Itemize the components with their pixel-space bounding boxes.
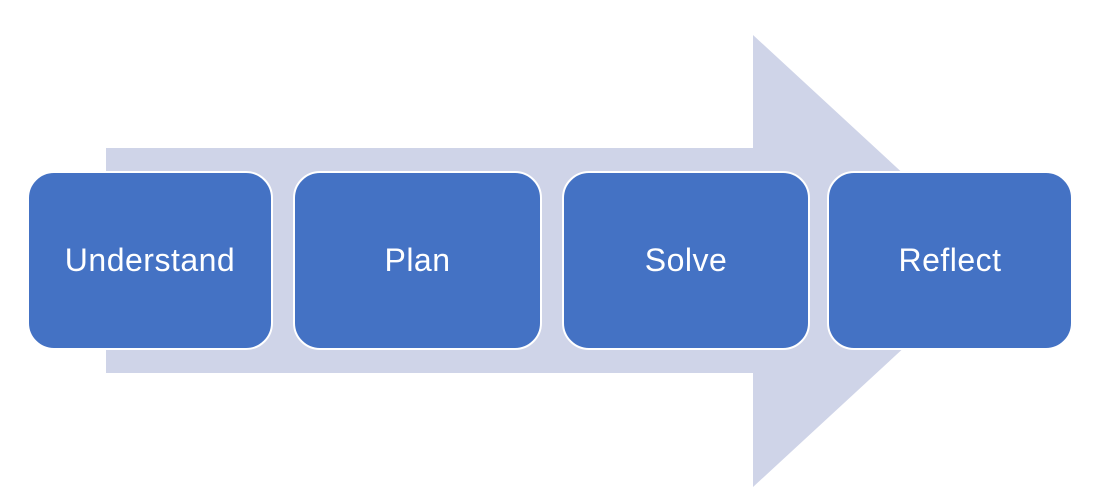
arrow-icon xyxy=(106,35,998,487)
step-label-plan: Plan xyxy=(384,242,451,278)
process-step-solve: Solve xyxy=(562,171,810,350)
step-label-understand: Understand xyxy=(64,242,236,278)
process-step-plan: Plan xyxy=(293,171,542,350)
step-label-solve: Solve xyxy=(644,242,728,278)
process-step-understand: Understand xyxy=(27,171,273,350)
process-step-reflect: Reflect xyxy=(827,171,1073,350)
step-label-reflect: Reflect xyxy=(898,242,1002,278)
